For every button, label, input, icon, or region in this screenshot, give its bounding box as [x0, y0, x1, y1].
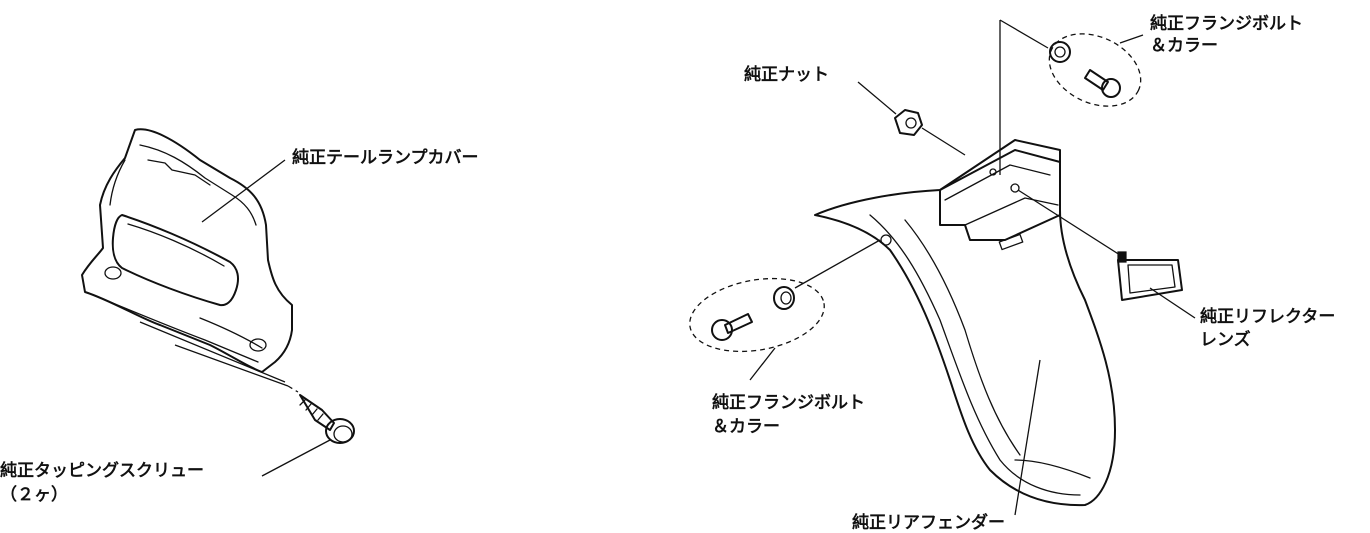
flange-bolt-top-label: 純正フランジボルト — [1150, 13, 1303, 34]
flange-bolt-top-leader — [1119, 34, 1144, 44]
reflector-lens-label: 純正リフレクター — [1200, 306, 1335, 327]
nut-leader — [857, 81, 897, 115]
flange-bolt-left-collar-label: ＆カラー — [712, 417, 780, 437]
tapping-screw-qty-label: （２ヶ） — [0, 484, 68, 505]
tail-lamp-cover-part — [81, 128, 293, 373]
flange-bolt-top-vertical — [999, 19, 1049, 175]
tail-lamp-cover-leader — [201, 159, 286, 223]
flange-bolt-top-collar-label: ＆カラー — [1150, 36, 1218, 56]
screw-leader-lines — [139, 321, 289, 387]
tail-lamp-cover-label: 純正テールランプカバー — [292, 147, 479, 168]
rear-fender-leader — [1014, 359, 1041, 516]
tapping-screw-label: 純正タッピングスクリュー — [0, 460, 204, 481]
tapping-screw-leader — [261, 439, 331, 477]
flange-bolt-left-label: 純正フランジボルト — [712, 392, 865, 413]
tapping-screw-part — [299, 394, 355, 444]
rear-fender-part — [814, 139, 1116, 507]
nut-label: 純正ナット — [744, 64, 829, 85]
reflector-leader — [1149, 287, 1196, 319]
reflector-lens-label-2: レンズ — [1200, 329, 1251, 350]
rear-fender-label: 純正リアフェンダー — [852, 512, 1005, 533]
flange-bolt-left-group — [689, 277, 825, 353]
nut-part — [894, 109, 923, 136]
flange-bolt-left-leader — [749, 347, 776, 381]
reflector-lens-part — [1117, 251, 1183, 301]
flange-bolt-top-group — [1048, 33, 1142, 107]
